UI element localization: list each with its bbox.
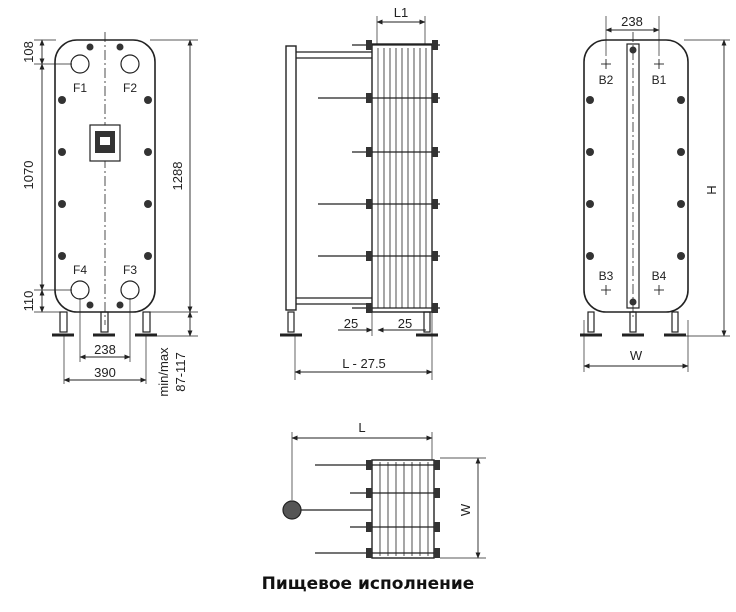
port-label-b3: B3 [599,269,614,283]
side-labels: L1 25 25 L - 27.5 [342,5,412,371]
port-label-f4: F4 [73,263,87,277]
side-nuts [366,40,438,313]
front-nameplate [89,124,121,162]
top-frame-post [282,500,302,520]
front-feet [52,311,157,337]
dim-l1: L1 [394,5,408,20]
back-port-marks [601,59,664,295]
dim-back-238: 238 [621,14,643,29]
dim-390: 390 [94,365,116,380]
side-feet [280,311,438,337]
dim-side-25-left: 25 [344,316,358,331]
side-plate-lines [377,48,427,308]
port-label-f1: F1 [73,81,87,95]
dim-h: H [704,185,719,194]
side-frame-column [285,45,297,311]
dim-108: 108 [21,41,36,63]
back-bolts [586,46,685,306]
dim-top-w: W [458,503,473,516]
back-labels: 238 H W B2 B1 B3 B4 [599,14,719,363]
top-plate-lines [379,462,429,556]
port-label-b2: B2 [599,73,614,87]
top-labels: L W [358,420,473,516]
top-tie-bolts [296,464,440,554]
side-dimension-lines [294,19,433,375]
dim-top-l: L [358,420,365,435]
dim-l-minus: L - 27.5 [342,356,386,371]
top-view [282,432,486,559]
side-view [280,16,440,380]
top-extension-lines [291,432,486,559]
front-bolts [58,43,152,309]
top-nuts [366,460,440,558]
dim-side-25-right: 25 [398,316,412,331]
dim-min-max: min/max [156,347,171,397]
front-labels: 108 1070 110 1288 238 390 min/max 87-117… [21,41,188,396]
dim-back-w: W [630,348,643,363]
back-view [580,16,730,372]
dim-110: 110 [21,291,36,312]
dim-87-117: 87-117 [173,352,188,392]
port-label-f2: F2 [123,81,137,95]
top-dimension-lines [291,435,481,559]
side-plate-pack [371,43,433,313]
caption: Пищевое исполнение [261,574,475,594]
front-view [34,32,198,384]
port-label-b1: B1 [652,73,667,87]
dim-1288: 1288 [170,162,185,191]
front-extension-lines [34,39,198,384]
front-dimension-lines [39,39,193,383]
dim-front-238: 238 [94,342,116,357]
back-dimension-lines [583,27,727,369]
port-label-f3: F3 [123,263,137,277]
side-tie-bolts [318,44,440,309]
dim-1070: 1070 [21,161,36,190]
top-plate-pack [371,459,435,559]
port-label-b4: B4 [652,269,667,283]
